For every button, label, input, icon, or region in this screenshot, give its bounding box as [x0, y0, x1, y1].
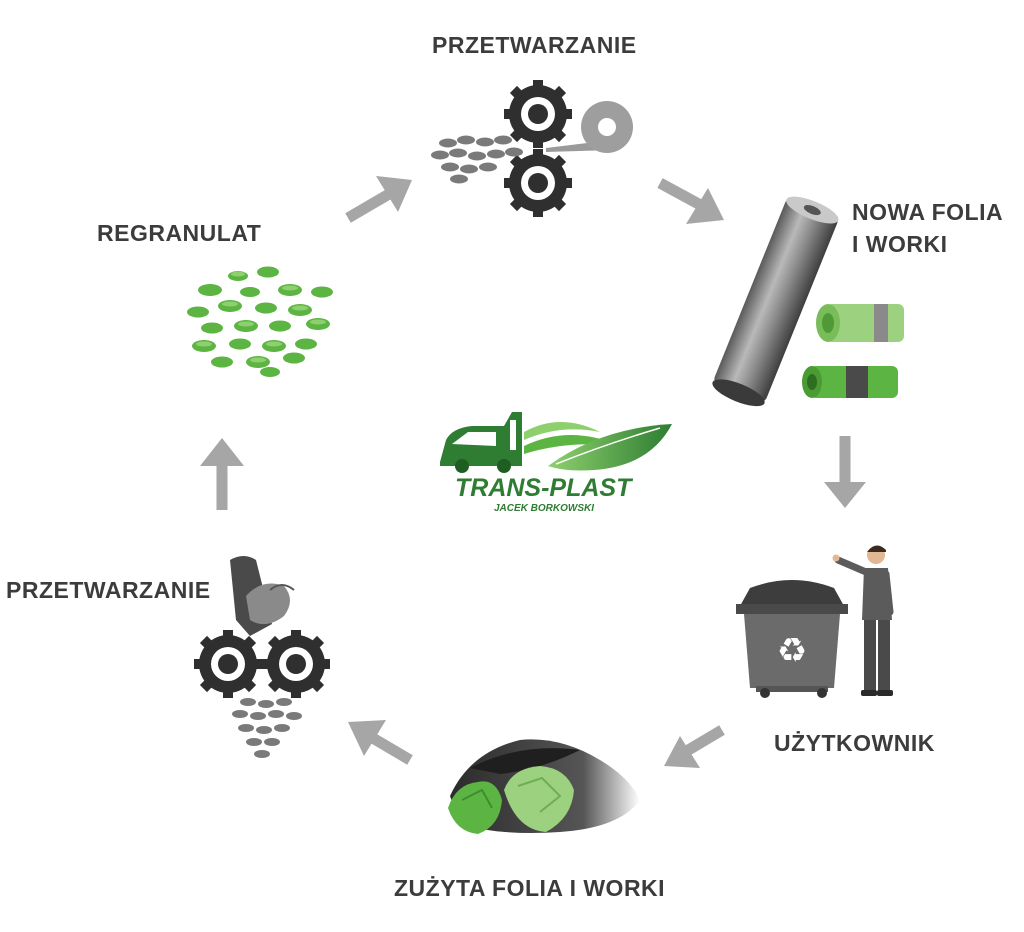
label-new-film-line1: NOWA FOLIA — [852, 199, 1004, 225]
green-pellets-icon — [187, 266, 333, 377]
label-regranulate: REGRANULAT — [97, 220, 262, 246]
arrow-used-film-to-processing — [348, 720, 413, 765]
recycling-bin-icon: ♻ — [736, 580, 848, 698]
arrow-processing-to-regranulate — [200, 438, 244, 510]
logo-name: TRANS-PLAST — [455, 474, 632, 502]
garbage-bags-icon — [802, 304, 904, 398]
label-left-processing: PRZETWARZANIE — [6, 577, 211, 603]
label-used-film: ZUŻYTA FOLIA I WORKI — [394, 875, 666, 901]
label-new-film-line2: I WORKI — [852, 231, 948, 257]
used-film-pile-icon — [448, 739, 640, 834]
truck-leaf-logo-icon — [440, 412, 672, 473]
person-icon — [832, 545, 894, 696]
arrow-regranulate-to-processing — [345, 176, 412, 223]
label-top-processing: PRZETWARZANIE — [432, 32, 637, 58]
label-user: UŻYTKOWNIK — [774, 730, 935, 756]
label-new-film: NOWA FOLIA I WORKI — [852, 196, 1003, 260]
logo-subtitle: JACEK BORKOWSKI — [494, 503, 595, 514]
svg-text:♻: ♻ — [777, 631, 807, 671]
granulator-rollers-icon — [431, 80, 633, 217]
shredder-icon — [194, 556, 330, 758]
arrow-processing-to-new-film — [657, 178, 724, 224]
arrow-user-to-used-film — [664, 725, 725, 768]
film-roll-icon — [712, 196, 839, 407]
arrow-new-film-to-user — [824, 436, 866, 508]
